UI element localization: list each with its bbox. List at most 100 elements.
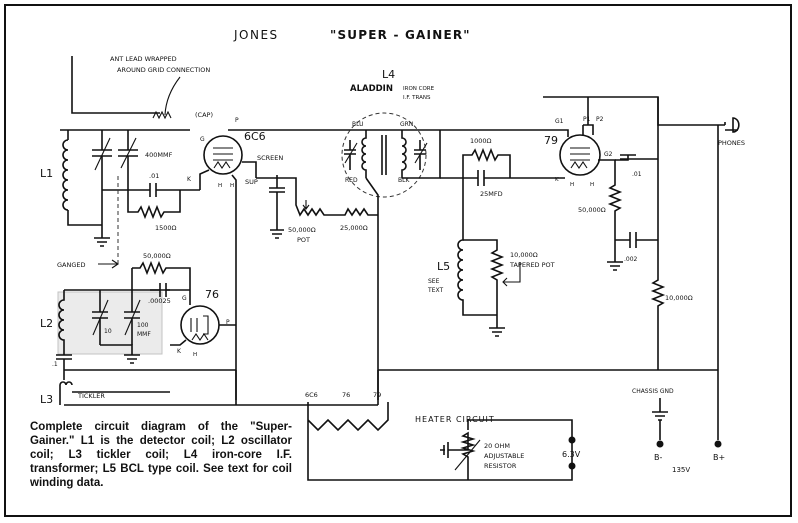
l4-secondary	[401, 130, 407, 178]
r1000-label: 1000Ω	[470, 137, 492, 145]
ant-wrap-coil	[152, 110, 172, 120]
ground-osc	[100, 344, 140, 364]
svg-text:K: K	[177, 348, 182, 355]
l1-label: L1	[40, 167, 53, 180]
cap-00025	[131, 268, 190, 297]
l4-primary	[361, 130, 367, 178]
phones-icon	[732, 117, 740, 133]
svg-text:H: H	[218, 183, 222, 189]
terminal-b-minus	[656, 440, 664, 448]
r-1000	[462, 147, 511, 178]
r10k-pot-label: 10,000Ω	[510, 251, 538, 259]
svg-text:GRN: GRN	[400, 121, 413, 128]
tube-6c6	[203, 135, 243, 175]
cap-002	[615, 232, 658, 248]
terminal-b-plus	[714, 440, 722, 448]
c01-label: .01	[149, 172, 159, 180]
c00025-label: .00025	[148, 297, 171, 305]
b-plus-top-bus	[543, 96, 725, 126]
r-50k-79	[598, 159, 623, 262]
ant-lead-arrow	[164, 76, 181, 116]
cap-1	[56, 289, 170, 368]
svg-text:P: P	[226, 319, 230, 326]
svg-text:10: 10	[104, 328, 112, 335]
svg-text:H: H	[590, 182, 594, 188]
ganged-label: GANGED	[57, 261, 86, 269]
l4-label: L4	[382, 68, 395, 81]
svg-text:I.F. TRANS: I.F. TRANS	[403, 95, 431, 101]
l1-coil	[62, 139, 69, 211]
diagram-frame	[4, 4, 792, 517]
svg-text:20 OHM: 20 OHM	[484, 442, 510, 450]
svg-text:P: P	[235, 117, 239, 124]
svg-text:K: K	[187, 176, 192, 183]
chassis-gnd-label: CHASSIS GND	[632, 388, 674, 395]
aladdin-label: ALADDIN	[350, 84, 393, 94]
tickler-label: TICKLER	[77, 392, 105, 400]
svg-text:G2: G2	[604, 151, 613, 158]
svg-text:RED: RED	[345, 177, 358, 184]
svg-text:H: H	[570, 182, 574, 188]
l3-label: L3	[40, 393, 53, 406]
tube-76	[180, 305, 220, 345]
svg-text:MMF: MMF	[137, 331, 151, 338]
r10k-label: 10,000Ω	[665, 294, 693, 302]
svg-text:.1: .1	[52, 361, 58, 368]
svg-text:P1: P1	[583, 116, 591, 123]
tube-6c6-label: 6C6	[244, 130, 266, 143]
r-10k-plate	[650, 97, 666, 370]
screen-pot-chain	[256, 177, 378, 217]
tube-76-label: 76	[205, 288, 219, 301]
svg-text:RESISTOR: RESISTOR	[484, 462, 517, 470]
adjustable-resistor	[440, 431, 476, 480]
if-transformer-shield	[341, 112, 427, 198]
svg-text:H: H	[230, 183, 234, 189]
svg-text:BLK: BLK	[398, 177, 410, 184]
svg-text:G1: G1	[555, 118, 564, 125]
r25k-label: 25,000Ω	[340, 224, 368, 232]
r50k-label: 50,000Ω	[578, 206, 606, 214]
l5-label: L5	[437, 260, 450, 273]
terminal-63v-a	[568, 436, 576, 444]
svg-text:POT: POT	[297, 236, 310, 244]
svg-text:IRON CORE: IRON CORE	[403, 86, 435, 92]
terminal-63v-b	[568, 462, 576, 470]
sup-label: SUP	[245, 178, 258, 186]
svg-text:B-: B-	[654, 453, 662, 462]
screen-bypass-cap	[269, 175, 285, 239]
cap-25mfd	[440, 170, 565, 186]
tube-79-label: 79	[544, 134, 558, 147]
v135-label: 135V	[672, 466, 690, 474]
heater-string	[307, 402, 573, 481]
ant-lead-label-1: ANT LEAD WRAPPED	[110, 55, 177, 63]
l5-coil	[457, 178, 497, 316]
svg-text:BLU: BLU	[352, 121, 364, 128]
svg-text:H: H	[193, 352, 197, 358]
antenna-wire	[71, 56, 160, 114]
r50k-pot-label: 50,000Ω	[288, 226, 316, 234]
l2-coil	[58, 290, 65, 345]
cap-01b	[615, 154, 658, 161]
r-1500	[127, 190, 181, 220]
svg-text:79: 79	[373, 391, 381, 399]
chassis-ground	[652, 398, 668, 440]
6c6-return-wire	[231, 174, 237, 400]
phones-label: PHONES	[718, 139, 745, 147]
heater-circuit-label: HEATER CIRCUIT	[415, 415, 495, 424]
tapered-pot	[463, 239, 505, 337]
svg-text:TEXT: TEXT	[427, 287, 443, 294]
cap-400mmf	[118, 130, 138, 175]
ant-lead-label-2: AROUND GRID CONNECTION	[117, 66, 210, 74]
svg-text:K: K	[555, 177, 559, 183]
c400-label: 400MMF	[145, 151, 173, 159]
figure-caption: Complete circuit diagram of the "Super-G…	[30, 421, 292, 489]
ganged-section	[57, 291, 163, 355]
screen-label: SCREEN	[257, 154, 283, 162]
l2-label: L2	[40, 317, 53, 330]
svg-text:100: 100	[137, 322, 149, 329]
osc-100mmf-cap	[124, 290, 140, 345]
ground-l1	[94, 225, 110, 247]
v63-label: 6.3V	[562, 450, 581, 459]
c002-label: .002	[624, 256, 638, 263]
